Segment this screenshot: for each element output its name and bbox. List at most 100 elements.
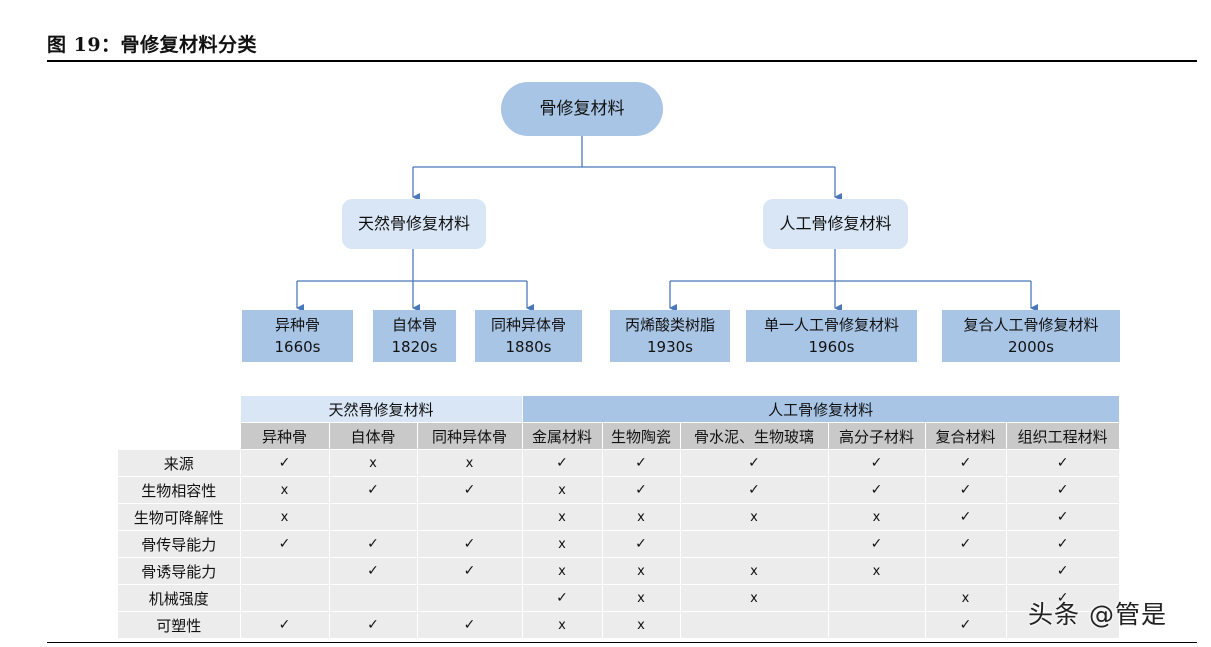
check-mark-cell: ✓ [1006,584,1120,612]
cross-mark-cell: x [828,503,926,531]
leaf-name: 丙烯酸类树脂 [624,316,715,334]
check-mark-cell: ✓ [925,476,1007,504]
group-header-row: 天然骨修复材料 人工骨修复材料 [118,396,1120,450]
column-header: 异种骨 [240,422,330,450]
row-label: 生物可降解性 [118,503,241,531]
check-mark-cell: ✓ [925,449,1007,477]
root-node: 骨修复材料 [501,82,663,136]
leaf-name: 异种骨 [274,316,320,334]
check-mark-cell: ✓ [329,476,418,504]
empty-cell [417,584,523,612]
column-header: 金属材料 [522,422,603,450]
top-rule [47,60,1197,62]
watermark: 头条 @管是 [1028,600,1167,629]
check-mark-cell: ✓ [602,449,681,477]
leaf-node-xenograft: 异种骨 1660s [242,310,353,362]
cross-mark-cell: x [602,584,681,612]
cross-mark-cell: x [417,449,523,477]
cross-mark-cell: x [602,503,681,531]
column-header: 组织工程材料 [1006,422,1120,450]
row-label: 来源 [118,449,241,477]
check-mark-cell: ✓ [602,530,681,558]
cross-mark-cell: x [522,611,603,639]
check-mark-cell: ✓ [925,503,1007,531]
comparison-table: 天然骨修复材料 人工骨修复材料 异种骨 自体骨 同种异体骨 金属材料 生物陶瓷 … [118,396,1120,639]
cross-mark-cell: x [680,557,829,585]
check-mark-cell: ✓ [828,449,926,477]
check-mark-cell: ✓ [522,449,603,477]
row-label: 骨传导能力 [118,530,241,558]
cross-mark-cell: x [602,557,681,585]
check-mark-cell: ✓ [522,584,603,612]
check-mark-cell: ✓ [680,449,829,477]
column-header: 高分子材料 [828,422,926,450]
row-label: 可塑性 [118,611,241,639]
check-mark-cell: ✓ [1006,503,1120,531]
column-header: 同种异体骨 [417,422,523,450]
corner-cell [118,396,241,450]
check-mark-cell: ✓ [828,530,926,558]
leaf-name: 自体骨 [391,316,437,334]
natural-category-node: 天然骨修复材料 [342,199,486,249]
leaf-node-allograft: 同种异体骨 1880s [475,310,582,362]
check-mark-cell: ✓ [680,476,829,504]
empty-cell [828,611,926,639]
cross-mark-cell: x [522,476,603,504]
leaf-year: 2000s [1008,338,1054,356]
check-mark-cell: ✓ [240,530,330,558]
cross-mark-cell: x [522,557,603,585]
check-mark-cell: ✓ [329,530,418,558]
check-mark-cell: ✓ [1006,476,1120,504]
row-label: 生物相容性 [118,476,241,504]
leaf-year: 1880s [505,338,552,356]
classification-tree: 骨修复材料 天然骨修复材料 人工骨修复材料 异种骨 1660s 自体骨 1820… [242,82,1120,362]
empty-cell [329,503,418,531]
empty-cell [240,557,330,585]
check-mark-cell: ✓ [417,557,523,585]
artificial-category-label: 人工骨修复材料 [779,214,892,233]
check-mark-cell: ✓ [329,557,418,585]
column-header: 自体骨 [329,422,418,450]
check-mark-cell: ✓ [602,476,681,504]
leaf-year: 1820s [391,338,438,356]
check-mark-cell: ✓ [1006,449,1120,477]
leaf-year: 1660s [274,338,321,356]
check-mark-cell: ✓ [240,611,330,639]
empty-cell [828,584,926,612]
row-label: 骨诱导能力 [118,557,241,585]
cross-mark-cell: x [522,530,603,558]
artificial-category-node: 人工骨修复材料 [763,199,908,249]
natural-category-label: 天然骨修复材料 [357,214,470,233]
leaf-node-single-artificial: 单一人工骨修复材料 1960s [746,310,917,362]
leaf-year: 1960s [808,338,855,356]
check-mark-cell: ✓ [1006,530,1120,558]
check-mark-cell: ✓ [925,611,1007,639]
leaf-node-acrylic-resin: 丙烯酸类树脂 1930s [610,310,730,362]
column-header: 骨水泥、生物玻璃 [680,422,829,450]
tree-connectors [296,136,1038,312]
cross-mark-cell: x [240,476,330,504]
group-header-artificial: 人工骨修复材料 [522,396,1120,423]
column-header-row: 异种骨 自体骨 同种异体骨 金属材料 生物陶瓷 骨水泥、生物玻璃 高分子材料 复… [118,422,1120,450]
cross-mark-cell: x [329,449,418,477]
empty-cell [329,584,418,612]
empty-cell [925,557,1007,585]
empty-cell [680,611,829,639]
leaf-year: 1930s [647,338,693,356]
group-header-natural: 天然骨修复材料 [240,396,523,423]
cross-mark-cell: x [602,611,681,639]
check-mark-cell: ✓ [329,611,418,639]
row-label: 机械强度 [118,584,241,612]
check-mark-cell: ✓ [417,476,523,504]
check-mark-cell: ✓ [417,611,523,639]
cross-mark-cell: x [828,557,926,585]
cross-mark-cell: x [680,503,829,531]
leaf-node-autograft: 自体骨 1820s [373,310,456,362]
